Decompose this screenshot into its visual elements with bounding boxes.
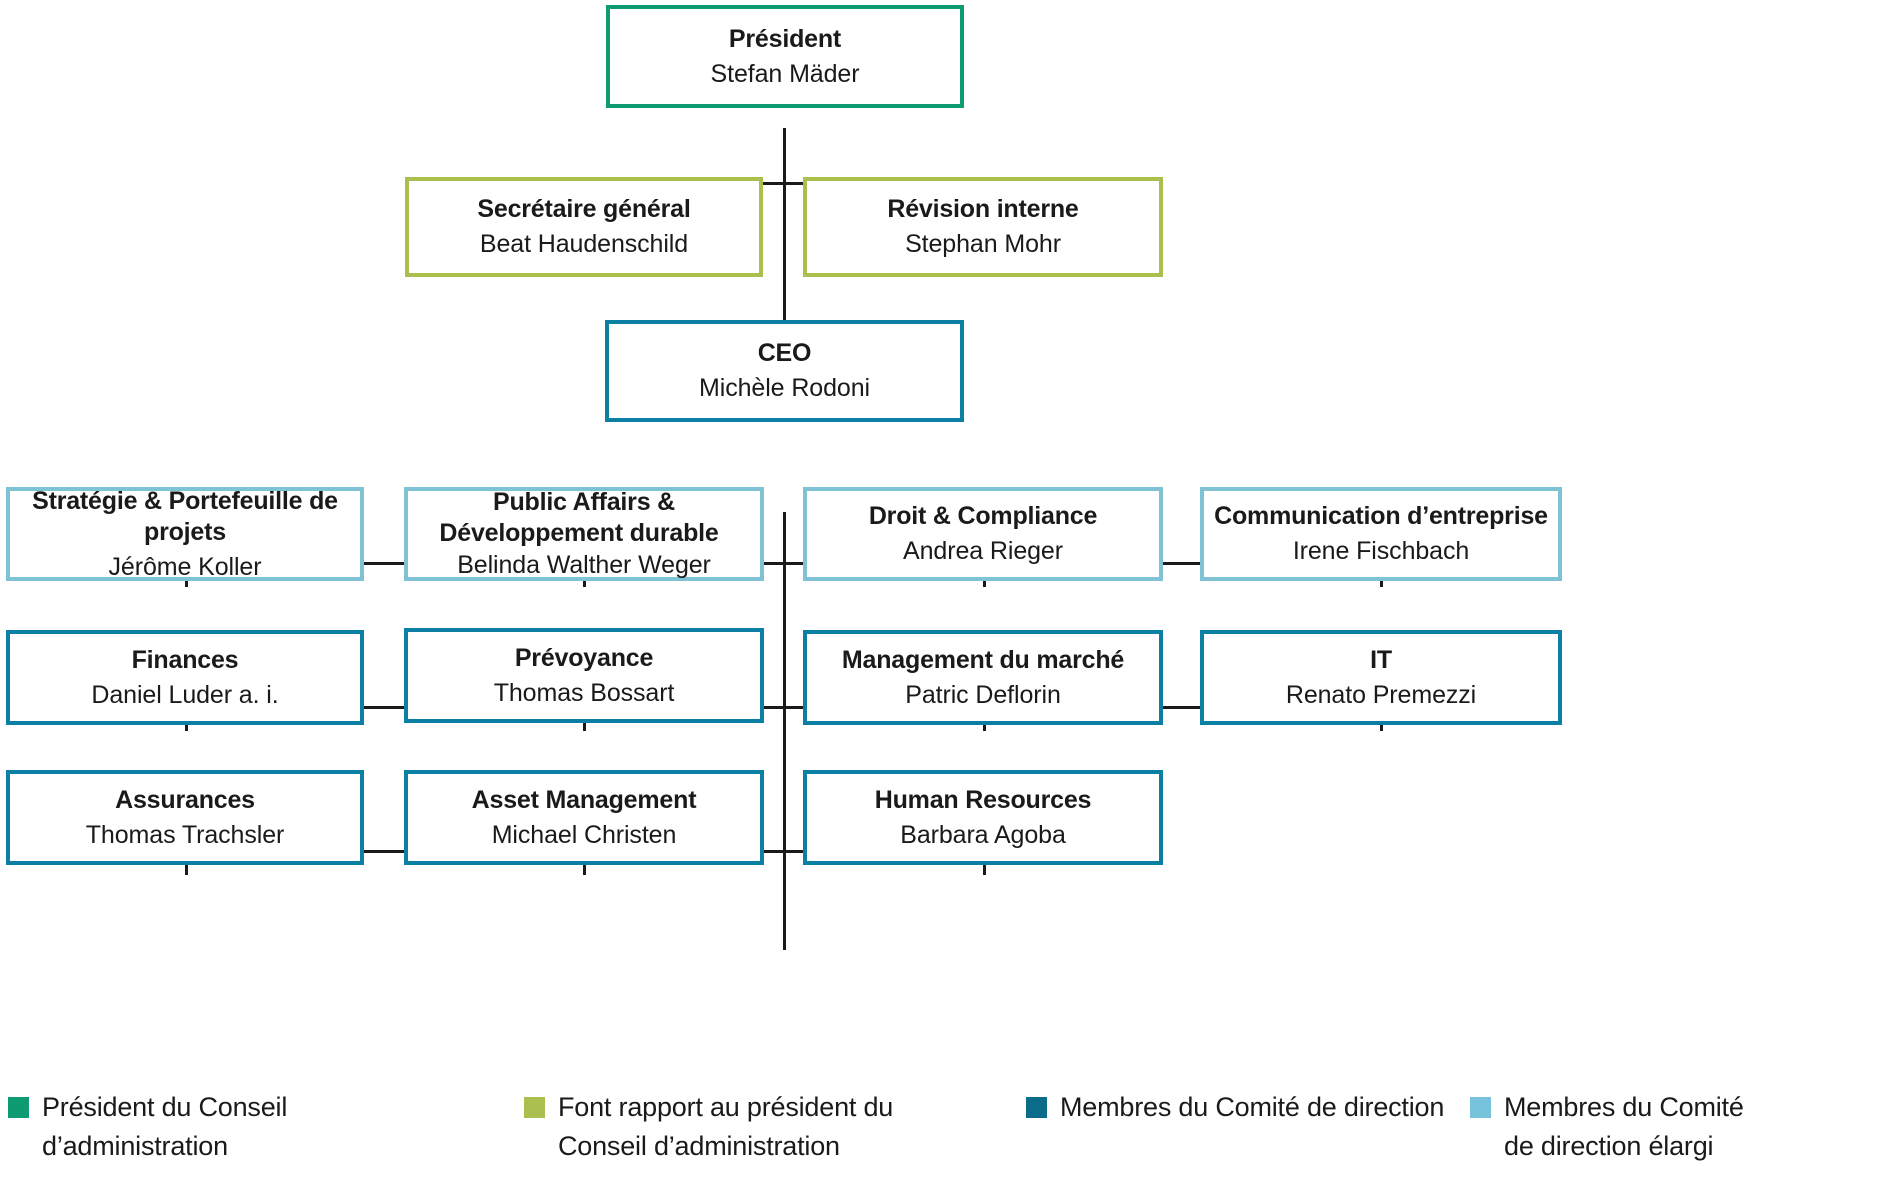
node-public-affairs[interactable]: Public Affairs & Développement durableBe… — [404, 487, 764, 581]
node-secretaire-general-title: Secrétaire général — [477, 195, 691, 223]
node-finances-person: Daniel Luder a. i. — [91, 680, 279, 709]
legend: Président du Conseil d’administration Fo… — [0, 1088, 1888, 1200]
node-human-resources[interactable]: Human Resources Barbara Agoba — [803, 770, 1163, 865]
node-communication-entreprise-title: Communication d’entreprise — [1214, 502, 1548, 530]
node-strategie-portefeuille-title: Stratégie & Portefeuille de projets — [32, 486, 338, 546]
node-it-title: IT — [1370, 645, 1392, 674]
node-prevoyance[interactable]: Prévoyance Thomas Bossart — [404, 628, 764, 723]
node-it-person: Renato Premezzi — [1285, 680, 1477, 709]
connector-bus-board-staff — [584, 182, 988, 185]
node-droit-compliance-person: Andrea Rieger — [903, 537, 1063, 565]
legend-label-executive-board: Membres du Comité de direction — [1060, 1092, 1445, 1122]
connector-ceo-spine — [783, 512, 786, 950]
node-finances[interactable]: Finances Daniel Luder a. i. — [6, 630, 364, 725]
node-secretaire-general[interactable]: Secrétaire général Beat Haudenschild — [405, 177, 763, 277]
legend-label-reports-to-president: Font rapport au président du Conseil d’a… — [558, 1092, 894, 1161]
legend-label-extended-executive-board: Membres du Comité de direction élargi — [1504, 1092, 1744, 1161]
legend-item-executive-board: Membres du Comité de direction — [1026, 1088, 1486, 1127]
node-revision-interne[interactable]: Révision interne Stephan Mohr — [803, 177, 1163, 277]
node-droit-compliance-title: Droit & Compliance — [868, 502, 1098, 530]
node-management-marche-person: Patric Deflorin — [905, 680, 1061, 709]
node-communication-entreprise-person: Irene Fischbach — [1292, 537, 1470, 565]
connector-bus-row-extended — [185, 562, 1383, 565]
legend-item-extended-executive-board: Membres du Comité de direction élargi — [1470, 1088, 1770, 1166]
node-droit-compliance[interactable]: Droit & Compliance Andrea Rieger — [803, 487, 1163, 581]
node-finances-title: Finances — [131, 645, 239, 674]
node-public-affairs-title: Public Affairs & Développement durable — [439, 488, 719, 547]
node-secretaire-general-person: Beat Haudenschild — [479, 230, 689, 258]
node-management-marche[interactable]: Management du marché Patric Deflorin — [803, 630, 1163, 725]
legend-swatch-green-icon — [8, 1097, 29, 1118]
node-asset-management-person: Michael Christen — [491, 820, 677, 849]
node-asset-management[interactable]: Asset Management Michael Christen — [404, 770, 764, 865]
node-ceo-title: CEO — [757, 339, 812, 367]
node-prevoyance-title: Prévoyance — [514, 643, 654, 672]
legend-item-reports-to-president: Font rapport au président du Conseil d’a… — [524, 1088, 976, 1166]
node-assurances[interactable]: Assurances Thomas Trachsler — [6, 770, 364, 865]
node-human-resources-title: Human Resources — [874, 785, 1092, 814]
node-assurances-title: Assurances — [115, 785, 255, 814]
node-president-title: Président — [728, 24, 842, 53]
connector-president-to-ceo — [783, 128, 786, 391]
legend-swatch-light-blue-icon — [1470, 1097, 1491, 1118]
node-management-marche-title: Management du marché — [841, 645, 1125, 674]
node-president[interactable]: Président Stefan Mäder — [606, 5, 964, 108]
node-strategie-portefeuille[interactable]: Stratégie & Portefeuille de projets Jérô… — [6, 487, 364, 581]
node-public-affairs-text: Public Affairs & Développement durableBe… — [420, 487, 748, 581]
node-human-resources-person: Barbara Agoba — [900, 820, 1066, 849]
node-prevoyance-person: Thomas Bossart — [493, 678, 675, 707]
node-ceo-person: Michèle Rodoni — [699, 374, 870, 402]
node-public-affairs-person: Belinda Walther Weger — [457, 551, 711, 579]
connector-bus-row-exec1 — [185, 706, 1383, 709]
node-revision-interne-person: Stephan Mohr — [905, 230, 1061, 258]
node-assurances-person: Thomas Trachsler — [85, 820, 285, 849]
legend-label-president: Président du Conseil d’administration — [42, 1092, 288, 1161]
legend-item-president: Président du Conseil d’administration — [8, 1088, 478, 1166]
node-asset-management-title: Asset Management — [471, 785, 697, 814]
node-communication-entreprise[interactable]: Communication d’entreprise Irene Fischba… — [1200, 487, 1562, 581]
legend-swatch-dark-blue-icon — [1026, 1097, 1047, 1118]
node-strategie-portefeuille-person: Jérôme Koller — [108, 552, 262, 581]
node-ceo[interactable]: CEO Michèle Rodoni — [605, 320, 964, 422]
node-president-person: Stefan Mäder — [710, 59, 860, 88]
node-revision-interne-title: Révision interne — [887, 195, 1079, 223]
legend-swatch-olive-icon — [524, 1097, 545, 1118]
node-it[interactable]: IT Renato Premezzi — [1200, 630, 1562, 725]
